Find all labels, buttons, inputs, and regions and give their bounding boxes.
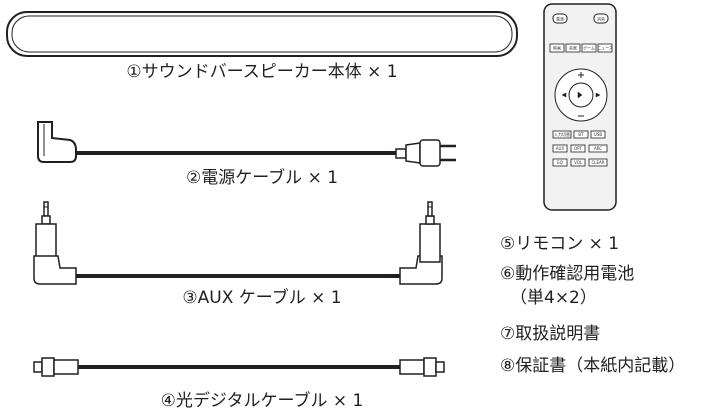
remote-function-button: AUX: [556, 146, 565, 151]
soundbar-illustration: [6, 11, 518, 57]
remote-function-button: BT: [578, 132, 584, 137]
remote-illustration: [543, 3, 617, 211]
remote-power-button: 電源: [556, 16, 564, 22]
remote-function-button: ARC: [594, 146, 602, 151]
manual-label: ⑦取扱説明書: [500, 324, 601, 344]
remote-mode-button: 音楽: [569, 45, 577, 51]
remote-mute-button: 消音: [597, 16, 605, 22]
remote-function-button: VOL: [574, 160, 583, 165]
soundbar-label: ①サウンドバースピーカー本体 × 1: [126, 62, 398, 82]
optical-cable-label: ④光デジタルケーブル × 1: [160, 391, 364, 411]
remote-mode-button: 映画: [553, 45, 561, 51]
power-cable-label: ②電源ケーブル × 1: [185, 168, 339, 188]
remote-button-labels: 電源 消音 映画 音楽 ゲーム ニュース 入力切替 BT USB AUX OPT…: [553, 16, 613, 166]
power-cable-illustration: [37, 121, 456, 167]
remote-function-button: CLEAR: [591, 160, 604, 165]
remote-function-button: USB: [594, 132, 602, 137]
warranty-label: ⑧保証書（本紙内記載）: [500, 356, 686, 376]
aux-cable-label: ③AUX ケーブル × 1: [182, 288, 342, 308]
optical-cable-illustration: [33, 357, 445, 377]
remote-function-button: EQ: [557, 160, 563, 165]
remote-function-button: 入力切替: [554, 131, 570, 137]
remote-mode-button: ゲーム: [583, 45, 595, 51]
remote-mode-button: ニュース: [597, 46, 613, 51]
remote-label: ⑤リモコン × 1: [500, 234, 620, 254]
batteries-quantity-label: （単4×2）: [510, 288, 597, 308]
batteries-label: ⑥動作確認用電池: [500, 264, 635, 284]
remote-function-button: OPT: [574, 146, 583, 151]
aux-cable-illustration: [33, 201, 443, 285]
